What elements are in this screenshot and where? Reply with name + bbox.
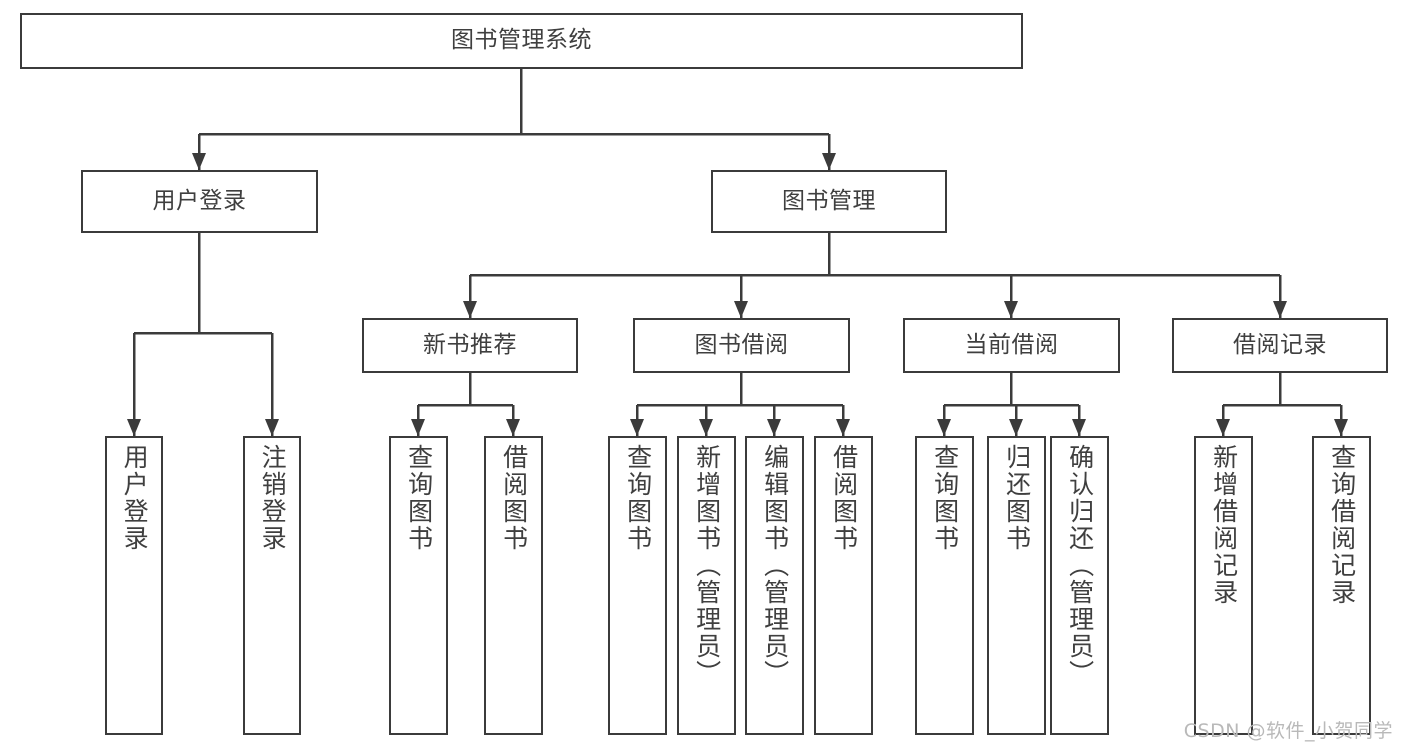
node-label-current: 当前借阅: [964, 331, 1059, 358]
node-l-confirm[interactable]: 确认归还（管理员）: [1050, 436, 1109, 735]
node-records[interactable]: 借阅记录: [1172, 318, 1388, 373]
node-l-return[interactable]: 归还图书: [987, 436, 1046, 735]
node-label-l-return: 归还图书: [1002, 444, 1032, 552]
node-bookmgmt[interactable]: 图书管理: [711, 170, 947, 233]
node-login[interactable]: 用户登录: [81, 170, 318, 233]
node-l-query1[interactable]: 查询图书: [389, 436, 448, 735]
node-label-records: 借阅记录: [1233, 331, 1327, 358]
node-borrow[interactable]: 图书借阅: [633, 318, 850, 373]
node-label-l-queryrec: 查询借阅记录: [1327, 444, 1357, 606]
node-label-borrow: 图书借阅: [694, 331, 789, 358]
node-label-l-query2: 查询图书: [623, 444, 653, 552]
node-current[interactable]: 当前借阅: [903, 318, 1120, 373]
node-label-bookmgmt: 图书管理: [782, 187, 876, 214]
node-label-l-logout: 注销登录: [258, 444, 288, 552]
node-label-newbook: 新书推荐: [423, 331, 517, 358]
node-l-addrec[interactable]: 新增借阅记录: [1194, 436, 1253, 735]
node-newbook[interactable]: 新书推荐: [362, 318, 578, 373]
node-l-edit[interactable]: 编辑图书（管理员）: [745, 436, 804, 735]
node-l-login[interactable]: 用户登录: [105, 436, 163, 735]
node-label-l-add: 新增图书（管理员）: [692, 444, 722, 687]
node-l-borrow1[interactable]: 借阅图书: [484, 436, 543, 735]
node-l-query2[interactable]: 查询图书: [608, 436, 667, 735]
node-label-l-confirm: 确认归还（管理员）: [1065, 444, 1095, 687]
node-label-l-query3: 查询图书: [930, 444, 960, 552]
watermark: CSDN @软件_小贺同学: [1183, 720, 1393, 742]
node-label-login: 用户登录: [152, 187, 247, 214]
node-l-logout[interactable]: 注销登录: [243, 436, 301, 735]
node-label-l-login: 用户登录: [120, 444, 150, 552]
node-root[interactable]: 图书管理系统: [20, 13, 1023, 69]
node-label-l-query1: 查询图书: [404, 444, 434, 552]
node-label-root: 图书管理系统: [451, 27, 592, 54]
node-label-l-addrec: 新增借阅记录: [1209, 444, 1239, 606]
node-l-add[interactable]: 新增图书（管理员）: [677, 436, 736, 735]
node-l-queryrec[interactable]: 查询借阅记录: [1312, 436, 1371, 735]
node-label-l-edit: 编辑图书（管理员）: [760, 444, 790, 687]
node-label-l-borrow1: 借阅图书: [499, 444, 529, 552]
node-l-query3[interactable]: 查询图书: [915, 436, 974, 735]
node-l-borrow2[interactable]: 借阅图书: [814, 436, 873, 735]
node-label-l-borrow2: 借阅图书: [829, 444, 859, 552]
